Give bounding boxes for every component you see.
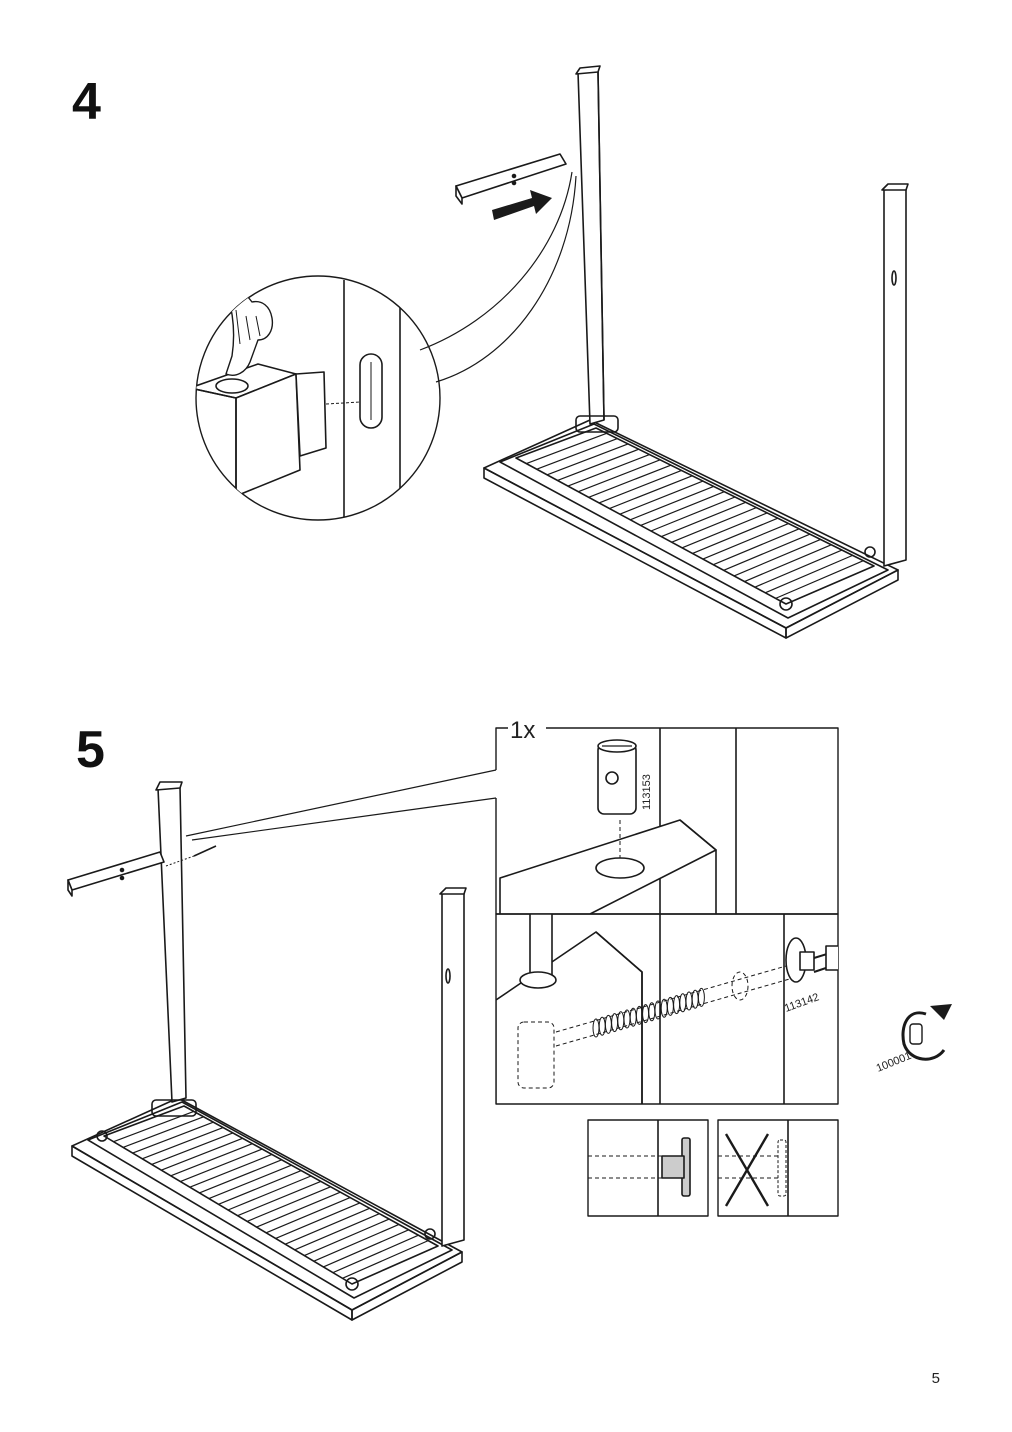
slat [256,1191,341,1228]
step-5-illustration [67,727,952,1321]
bolt [193,845,217,857]
corner-bolt [779,597,793,611]
zoom-callout [195,275,441,521]
direction-arrow [492,190,552,220]
slat [151,1132,234,1166]
part-number-cam-lock: 113153 [641,774,653,810]
leg-back [575,65,605,425]
slat [681,512,768,549]
step-4-illustration [195,65,909,639]
slat [588,464,672,498]
corner-bracket [575,415,619,433]
step-4-number: 4 [72,73,101,131]
slat [692,517,778,555]
corner-bolt [345,1277,359,1291]
table-frame [483,419,899,639]
slat [754,549,843,588]
slat [208,1164,292,1200]
part-number-key: 100001 [875,1050,914,1075]
slat [526,432,607,465]
slat [132,1121,214,1154]
slat [122,1116,204,1148]
detail-cam-lock [495,727,839,915]
table-frame [71,1097,463,1321]
slat [723,533,811,571]
leg-right [881,183,909,567]
slat [713,528,800,566]
slat [237,1180,321,1217]
slat [702,522,789,560]
slat [161,1137,243,1171]
quantity-label: 1x [510,717,535,744]
slat [567,453,650,487]
table-slats [113,1110,429,1279]
slat [536,438,618,470]
slat [733,538,821,577]
slat [189,1153,273,1188]
slat [578,459,661,493]
corner-bolt [96,1130,108,1142]
corner-bolt [424,1228,436,1240]
rotate-arrow [901,1011,946,1061]
page-number: 5 [931,1370,940,1387]
slat [598,469,682,504]
slat [630,485,714,521]
corner-bracket [151,1099,197,1117]
slat [323,1229,409,1268]
correct-fit-box [587,1119,709,1217]
zoom-detail [196,280,401,520]
slat [650,496,736,532]
incorrect-fit-box [717,1119,839,1217]
slat [609,475,693,510]
leg-right [439,887,467,1247]
slat [275,1202,361,1240]
step-5-number: 5 [76,721,105,779]
slat [619,480,704,515]
bolt-thread [673,995,681,1015]
slat [744,544,832,583]
bolt-thread [679,993,687,1013]
detail-bolt-key [495,913,952,1105]
slat [284,1207,370,1245]
bolt-thread [691,989,699,1009]
slat [227,1175,312,1211]
slat [265,1196,351,1234]
slat [661,501,746,538]
bolt-thread [685,991,693,1011]
slat [199,1159,282,1194]
slat [141,1126,224,1160]
corner-bolt [864,546,876,558]
slat [557,448,639,482]
bolt-thread [697,987,705,1007]
slat [246,1186,331,1222]
leg-back [155,781,187,1103]
slat [764,554,853,594]
slat [218,1170,302,1205]
slat [640,491,725,526]
slat [304,1218,390,1257]
slat [775,560,864,599]
slat [180,1148,263,1183]
slat [313,1223,400,1262]
slat [671,507,757,543]
rail-crossbar [67,851,165,897]
table-slats [526,432,864,599]
slat [332,1234,419,1274]
slat [170,1143,253,1177]
slat [546,443,629,476]
rail-crossbar [455,153,567,205]
slat [342,1240,429,1279]
part-number-bolt: 113142 [783,991,821,1015]
slat [294,1213,380,1251]
